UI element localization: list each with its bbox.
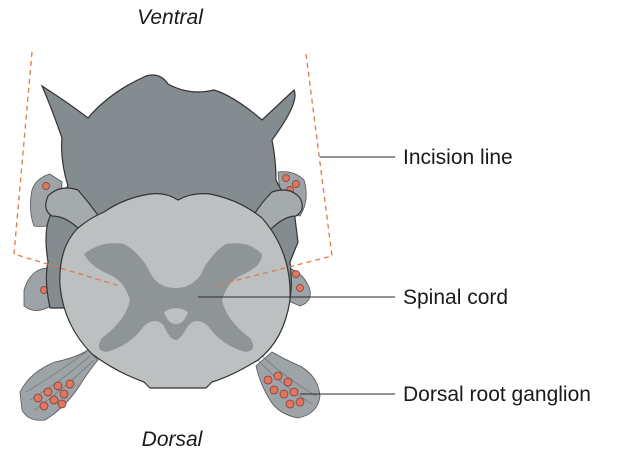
incision-line-left: [13, 51, 121, 287]
incision-line-right: [213, 53, 333, 287]
dorsal-root-ganglion-left: [19, 349, 99, 421]
spinal-cord-label: Spinal cord: [403, 286, 508, 309]
grey-matter: [84, 243, 262, 352]
ventral-label: Ventral: [137, 6, 204, 29]
central-canal: [164, 308, 188, 324]
dorsal-root-ganglion-label: Dorsal root ganglion: [403, 383, 591, 406]
dorsal-label: Dorsal: [142, 428, 204, 451]
incision-line-label: Incision line: [403, 146, 513, 169]
dorsal-root-ganglion-right: [255, 351, 321, 419]
